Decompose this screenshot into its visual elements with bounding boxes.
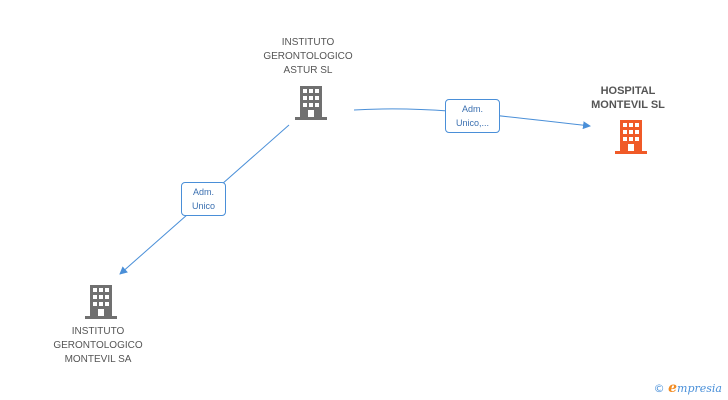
node-label-montevil-sa[interactable]: INSTITUTO GERONTOLOGICO MONTEVIL SA <box>53 326 143 365</box>
edge-label-astur-to-montevil-sa[interactable]: Adm. Unico <box>181 182 226 216</box>
edge-label-astur-to-hospital[interactable]: Adm. Unico,... <box>445 99 500 133</box>
building-icon[interactable] <box>295 86 327 120</box>
empresia-watermark: © empresia <box>654 380 722 396</box>
brand-name: mpresia <box>677 382 722 395</box>
brand-initial: e <box>668 380 678 396</box>
node-label-astur[interactable]: INSTITUTO GERONTOLOGICO ASTUR SL <box>263 37 353 76</box>
building-icon[interactable] <box>85 285 117 319</box>
building-icon[interactable] <box>615 120 647 154</box>
copyright-symbol: © <box>653 382 665 395</box>
node-label-hospital[interactable]: HOSPITAL MONTEVIL SL <box>591 85 665 111</box>
